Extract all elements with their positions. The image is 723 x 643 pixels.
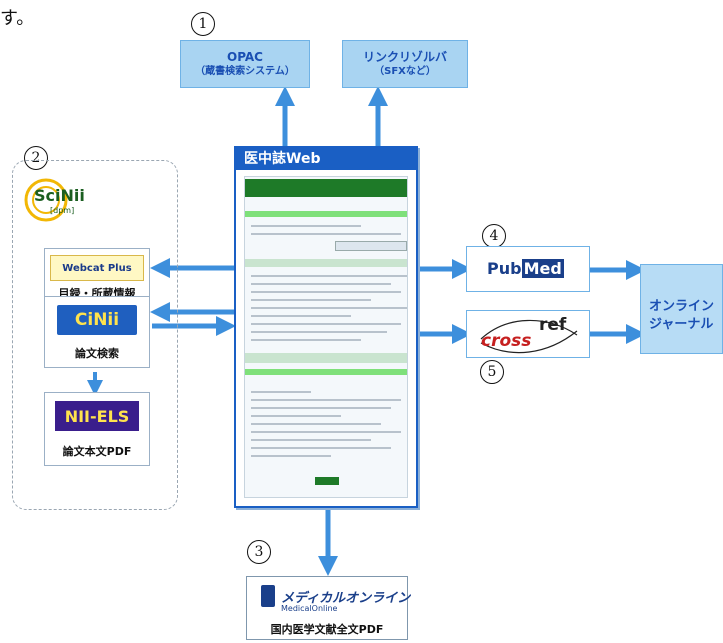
linkresolver-title: リンクリゾルバ bbox=[362, 50, 447, 64]
crossref-box[interactable]: cross ref bbox=[466, 310, 590, 358]
marker-4: 4 bbox=[482, 224, 506, 248]
medical-online-logo: メディカルオンライン bbox=[281, 591, 411, 606]
intro-text: す。 bbox=[0, 8, 35, 29]
pubmed-logo-pub: Pub bbox=[487, 259, 522, 278]
cinii-card[interactable]: CiNii 論文検索 bbox=[44, 296, 150, 368]
opac-title: OPAC bbox=[227, 50, 263, 64]
webcat-card[interactable]: Webcat Plus 目録・所蔵情報 bbox=[44, 248, 150, 304]
webcat-logo-text: Webcat Plus bbox=[62, 262, 132, 274]
screenshot-green-band bbox=[245, 211, 407, 217]
ichushi-web-screenshot bbox=[244, 176, 408, 498]
pubmed-logo-med: Med bbox=[521, 259, 564, 278]
webcat-logo: Webcat Plus bbox=[50, 255, 144, 281]
cinii-logo-text: CiNii bbox=[74, 310, 120, 330]
medical-online-icon bbox=[261, 585, 275, 607]
nii-services-panel bbox=[12, 160, 178, 510]
marker-5: 5 bbox=[480, 360, 504, 384]
crossref-swoosh-icon bbox=[480, 319, 578, 354]
marker-2: 2 bbox=[24, 146, 48, 170]
nii-els-caption: 論文本文PDF bbox=[62, 445, 132, 458]
crossref-logo-ref: ref bbox=[539, 315, 567, 335]
ichushi-web-window[interactable]: 医中誌Web bbox=[234, 146, 418, 508]
crossref-logo-cross: cross bbox=[481, 331, 532, 351]
nii-els-logo-text: NII-ELS bbox=[64, 406, 130, 426]
marker-3: 3 bbox=[247, 540, 271, 564]
cinii-caption: 論文検索 bbox=[75, 347, 119, 360]
nii-els-card[interactable]: NII-ELS 論文本文PDF bbox=[44, 392, 150, 466]
nii-els-logo: NII-ELS bbox=[55, 401, 139, 431]
scinii-logo-text: SciNii bbox=[34, 186, 85, 205]
linkresolver-subtitle: （SFXなど） bbox=[374, 66, 436, 77]
screenshot-green-band-2 bbox=[245, 369, 407, 375]
screenshot-footer-button bbox=[315, 477, 339, 485]
online-journal-line1: オンライン bbox=[649, 299, 715, 314]
screenshot-search-box bbox=[335, 241, 407, 251]
opac-box[interactable]: OPAC （蔵書検索システム） bbox=[180, 40, 310, 88]
online-journal-box[interactable]: オンライン ジャーナル bbox=[640, 264, 723, 354]
cinii-logo: CiNii bbox=[57, 305, 137, 335]
marker-1: 1 bbox=[191, 12, 215, 36]
opac-subtitle: （蔵書検索システム） bbox=[195, 66, 295, 77]
ichushi-web-title: 医中誌Web bbox=[236, 148, 416, 170]
linkresolver-box[interactable]: リンクリゾルバ （SFXなど） bbox=[342, 40, 468, 88]
medical-online-caption: 国内医学文献全文PDF bbox=[270, 623, 384, 636]
medical-online-card[interactable]: メディカルオンライン MedicalOnline 国内医学文献全文PDF bbox=[246, 576, 411, 640]
screenshot-header-bar bbox=[245, 179, 407, 197]
scinii-logo: SciNii [dpm] bbox=[20, 176, 100, 230]
medical-online-sub: MedicalOnline bbox=[281, 604, 338, 613]
scinii-rings-icon bbox=[24, 178, 68, 222]
scinii-logo-sub: [dpm] bbox=[50, 206, 75, 215]
online-journal-line2: ジャーナル bbox=[649, 317, 714, 332]
